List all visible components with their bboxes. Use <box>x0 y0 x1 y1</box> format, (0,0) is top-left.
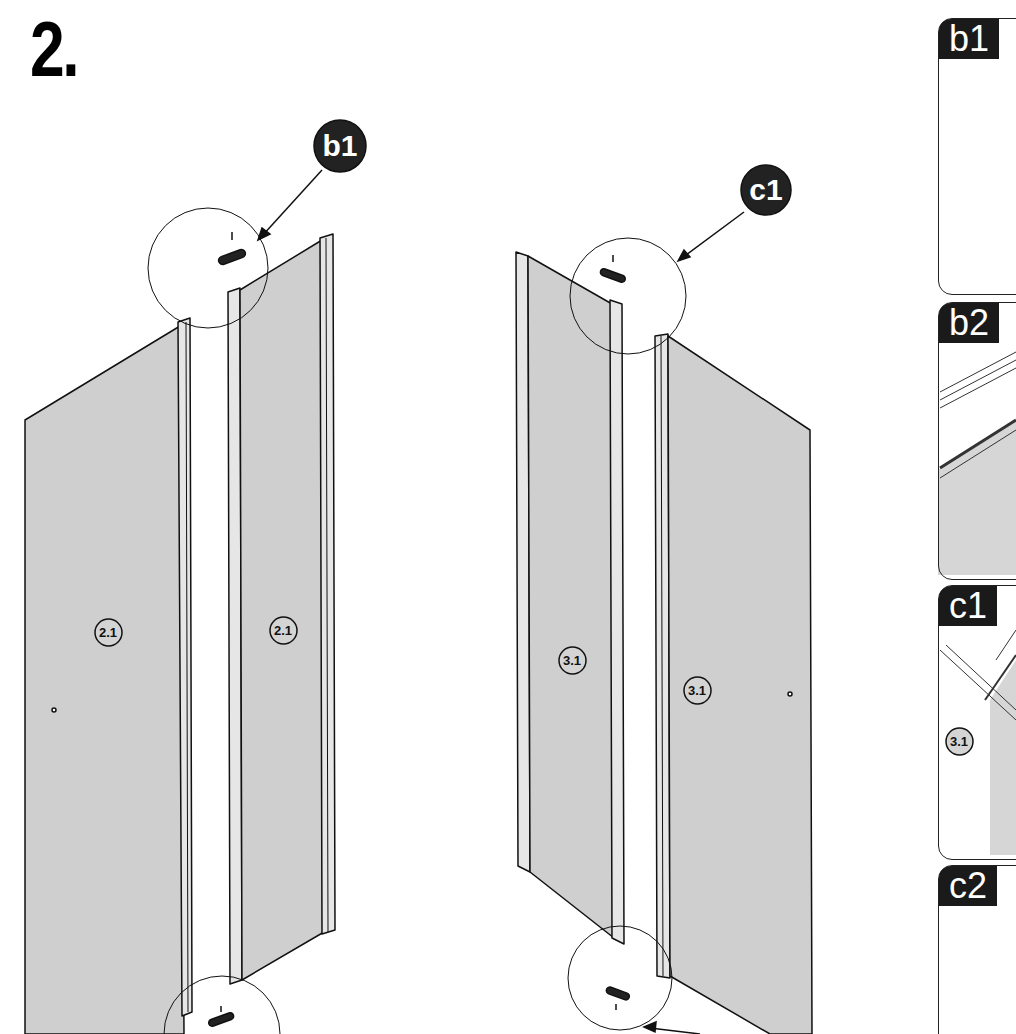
glass-panel <box>668 336 812 1034</box>
detail-circle <box>570 238 686 354</box>
hinge-bracket <box>217 248 246 265</box>
detail-circle <box>164 976 280 1034</box>
part-number: 3.1 <box>563 654 581 667</box>
callout-letter: c1 <box>749 175 782 205</box>
callout-badge: b1 <box>313 119 367 173</box>
part-number: 2.1 <box>274 624 292 637</box>
panel-profile <box>320 234 335 934</box>
part-number: 3.1 <box>950 735 968 748</box>
part-tag: 2.1 <box>94 618 123 647</box>
hinge-bracket <box>599 268 626 283</box>
glass-panel <box>25 326 184 1034</box>
part-tag: 3.1 <box>683 676 712 705</box>
part-tag: 3.1 <box>558 646 587 675</box>
detail-circle <box>568 926 672 1030</box>
leader-line <box>650 1028 700 1034</box>
leader-line <box>682 212 744 258</box>
part-number: 3.1 <box>688 684 706 697</box>
detail-panel: c1 3.1 <box>938 585 1016 860</box>
part-tag: 2.1 <box>269 616 298 645</box>
detail-panel: b1 <box>938 18 1016 295</box>
panel-profile <box>610 300 624 944</box>
part-tag: 3.1 <box>945 727 974 756</box>
detail-panel: c2 <box>938 865 1016 1034</box>
glass-panel <box>240 240 324 980</box>
detail-label: b2 <box>939 303 999 343</box>
hinge-bracket <box>208 1012 235 1027</box>
detail-label: b1 <box>939 19 999 59</box>
step-number: 2. <box>30 4 77 95</box>
panel-profile <box>178 318 192 1016</box>
callout-letter: b1 <box>322 131 357 161</box>
detail-panel: b2 <box>938 302 1016 580</box>
part-number: 2.1 <box>99 626 117 639</box>
detail-circle <box>148 208 268 328</box>
detail-label: c2 <box>939 866 997 906</box>
glass-panel <box>528 256 614 938</box>
detail-label: c1 <box>939 586 997 626</box>
hinge-bracket <box>605 986 630 1001</box>
callout-badge: c1 <box>740 164 792 216</box>
leader-line <box>262 170 322 236</box>
